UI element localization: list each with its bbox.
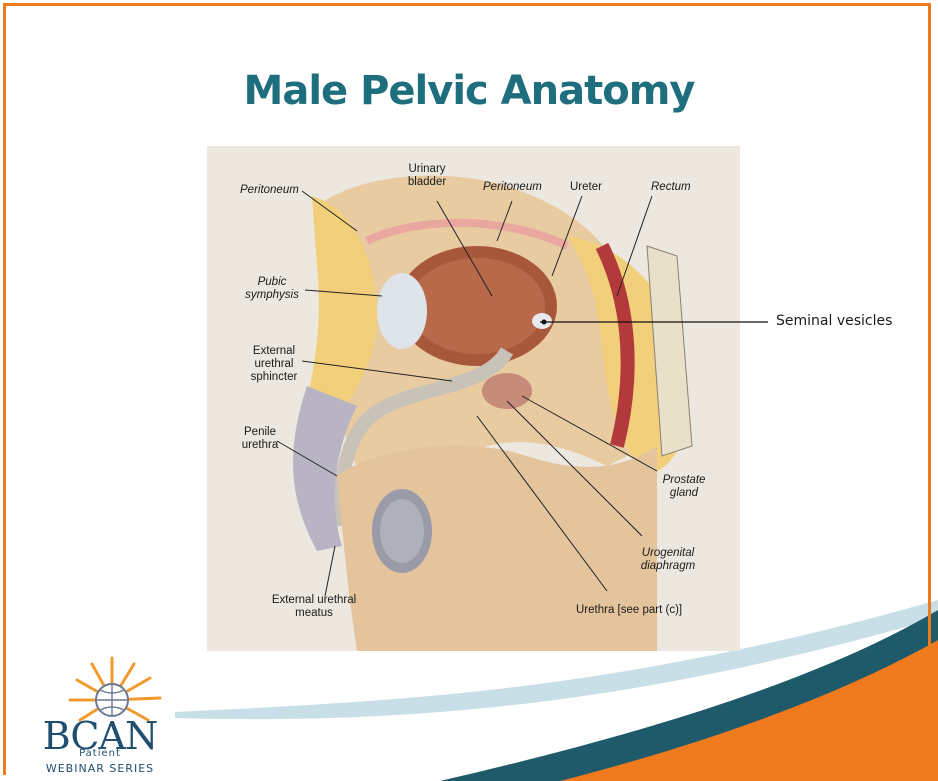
label-prostate-gland: Prostate gland — [658, 474, 710, 500]
label-ureter: Ureter — [570, 181, 602, 194]
label-peritoneum-left: Peritoneum — [240, 184, 299, 197]
callout-seminal-vesicles: Seminal vesicles — [776, 313, 892, 329]
label-rectum: Rectum — [651, 181, 691, 194]
label-penile-urethra: Penile urethra — [238, 426, 282, 452]
label-external-urethral-meatus: External urethral meatus — [262, 594, 366, 620]
label-urinary-bladder: Urinary bladder — [402, 163, 452, 189]
label-urethra: Urethra [see part (c)] — [576, 604, 682, 617]
logo-subtitle-patient: Patient — [30, 748, 170, 759]
slide-title: Male Pelvic Anatomy — [0, 68, 938, 114]
label-peritoneum-top: Peritoneum — [483, 181, 542, 194]
label-pubic-symphysis: Pubic symphysis — [244, 276, 300, 302]
label-external-urethral-sphincter: External urethral sphincter — [244, 345, 304, 384]
label-urogenital-diaphragm: Urogenital diaphragm — [636, 547, 700, 573]
anatomy-illustration — [207, 146, 740, 651]
callout-line — [540, 300, 780, 330]
logo-subtitle-series: WEBINAR SERIES — [22, 762, 178, 775]
